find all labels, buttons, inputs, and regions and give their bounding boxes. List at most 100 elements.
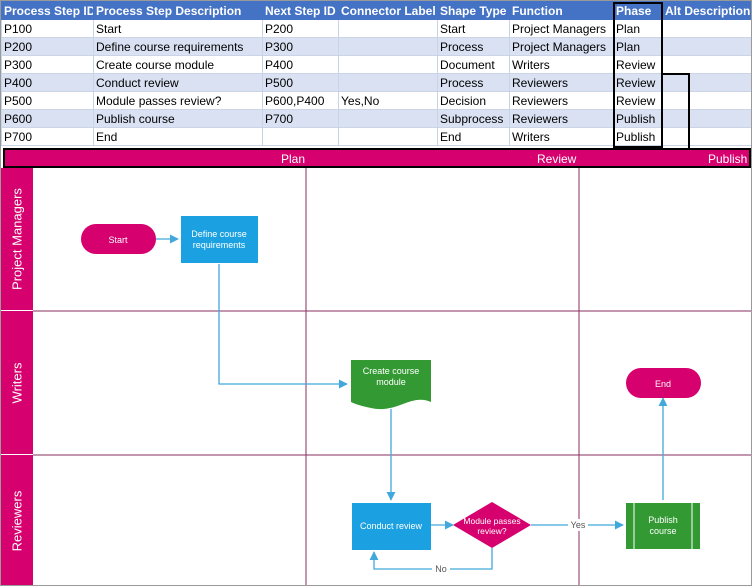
yes-label-bg (568, 519, 588, 531)
cell-description[interactable]: Create course module (93, 55, 263, 74)
decision-text-line2: review? (477, 526, 507, 536)
decision-text-line1: Module passes (463, 516, 520, 526)
cell-alt-description[interactable] (662, 73, 751, 92)
process-data-table: Process Step ID Process Step Description… (1, 1, 751, 146)
cell-step-id[interactable]: P500 (1, 91, 94, 110)
cell-connector-label[interactable] (338, 73, 438, 92)
cell-function[interactable]: Reviewers (509, 91, 614, 110)
flowchart-canvas: Yes No Start Define course requirements … (33, 168, 751, 585)
review-text: Conduct review (360, 521, 423, 531)
col-header-next-step[interactable]: Next Step ID (262, 1, 339, 20)
cell-next-step[interactable]: P400 (262, 55, 339, 74)
connector-define-create (218, 264, 348, 389)
publish-text-line2: course (649, 526, 676, 536)
cell-shape-type[interactable]: Process (437, 73, 510, 92)
cell-phase[interactable]: Review (613, 73, 663, 92)
cell-connector-label[interactable] (338, 19, 438, 38)
publish-course-shape[interactable]: Publish course (626, 503, 700, 549)
cell-description[interactable]: Define course requirements (93, 37, 263, 56)
cell-step-id[interactable]: P600 (1, 109, 94, 128)
cell-phase[interactable]: Plan (613, 37, 663, 56)
phase-label-publish: Publish (708, 152, 748, 166)
phase-label-plan: Plan (281, 152, 306, 166)
cell-alt-description[interactable] (662, 91, 751, 110)
cell-description[interactable]: Module passes review? (93, 91, 263, 110)
connector-label-yes: Yes (571, 520, 586, 530)
cell-function[interactable]: Writers (509, 55, 614, 74)
cell-description[interactable]: Conduct review (93, 73, 263, 92)
cell-alt-description[interactable] (662, 55, 751, 74)
cell-alt-description[interactable] (662, 37, 751, 56)
decision-shape[interactable]: Module passes review? (453, 502, 531, 548)
col-header-description[interactable]: Process Step Description (93, 1, 263, 20)
cell-connector-label[interactable] (338, 109, 438, 128)
phase-header-bar: Plan Review Publish (3, 148, 751, 168)
no-label-bg (432, 563, 450, 575)
create-module-shape[interactable]: Create course module (351, 360, 431, 410)
end-shape[interactable]: End (626, 368, 701, 398)
define-text-line1: Define course (191, 229, 247, 239)
cell-next-step[interactable] (262, 127, 339, 146)
cell-phase[interactable]: Publish (613, 127, 663, 146)
cell-description[interactable]: End (93, 127, 263, 146)
cell-next-step[interactable]: P600,P400 (262, 91, 339, 110)
col-header-alt-description[interactable]: Alt Description (662, 1, 751, 20)
cell-phase[interactable]: Publish (613, 109, 663, 128)
cell-function[interactable]: Writers (509, 127, 614, 146)
cell-next-step[interactable]: P300 (262, 37, 339, 56)
cell-step-id[interactable]: P400 (1, 73, 94, 92)
cell-alt-description[interactable] (662, 127, 751, 146)
cell-phase[interactable]: Review (613, 55, 663, 74)
lane-label-reviewers: Reviewers (1, 455, 33, 585)
cell-shape-type[interactable]: End (437, 127, 510, 146)
cell-alt-description[interactable] (662, 109, 751, 128)
cell-shape-type[interactable]: Decision (437, 91, 510, 110)
col-header-connector-label[interactable]: Connector Label (338, 1, 438, 20)
cell-shape-type[interactable]: Start (437, 19, 510, 38)
cell-function[interactable]: Reviewers (509, 109, 614, 128)
lane-label-writers: Writers (1, 311, 33, 454)
phase-label-review: Review (537, 152, 577, 166)
cell-connector-label[interactable] (338, 55, 438, 74)
cell-connector-label[interactable] (338, 37, 438, 56)
cell-alt-description[interactable] (662, 19, 751, 38)
cell-step-id[interactable]: P300 (1, 55, 94, 74)
swimlanes: Project Managers Writers Reviewers (1, 168, 751, 585)
cell-phase[interactable]: Plan (613, 19, 663, 38)
cell-description[interactable]: Start (93, 19, 263, 38)
cell-next-step[interactable]: P500 (262, 73, 339, 92)
cell-shape-type[interactable]: Process (437, 37, 510, 56)
start-shape[interactable]: Start (81, 224, 156, 254)
cell-next-step[interactable]: P700 (262, 109, 339, 128)
cell-step-id[interactable]: P100 (1, 19, 94, 38)
cell-step-id[interactable]: P700 (1, 127, 94, 146)
create-text-line2: module (376, 377, 406, 387)
connector-label-no: No (435, 564, 447, 574)
cell-connector-label[interactable]: Yes,No (338, 91, 438, 110)
cell-function[interactable]: Project Managers (509, 37, 614, 56)
conduct-review-shape[interactable]: Conduct review (352, 503, 431, 550)
cell-connector-label[interactable] (338, 127, 438, 146)
create-text-line1: Create course (363, 366, 420, 376)
cell-description[interactable]: Publish course (93, 109, 263, 128)
col-header-function[interactable]: Function (509, 1, 614, 20)
col-header-step-id[interactable]: Process Step ID (1, 1, 94, 20)
cell-function[interactable]: Reviewers (509, 73, 614, 92)
cell-next-step[interactable]: P200 (262, 19, 339, 38)
cell-shape-type[interactable]: Subprocess (437, 109, 510, 128)
define-requirements-shape[interactable]: Define course requirements (181, 216, 258, 263)
start-text: Start (108, 235, 128, 245)
cell-shape-type[interactable]: Document (437, 55, 510, 74)
phase-column-highlight (613, 2, 663, 148)
col-header-shape-type[interactable]: Shape Type (437, 1, 510, 20)
table-header-row: Process Step ID Process Step Description… (1, 1, 751, 20)
cell-step-id[interactable]: P200 (1, 37, 94, 56)
publish-text-line1: Publish (648, 515, 678, 525)
cell-function[interactable]: Project Managers (509, 19, 614, 38)
